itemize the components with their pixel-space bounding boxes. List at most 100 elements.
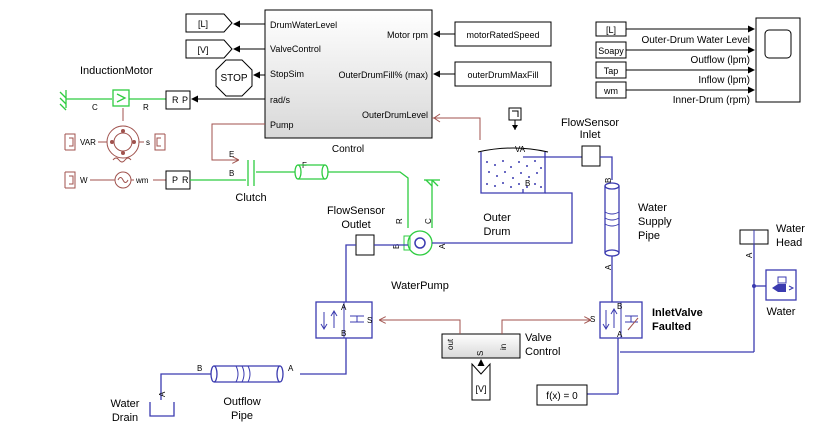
motor-var-label: VAR — [80, 138, 96, 147]
w-terminal-icon — [64, 171, 76, 189]
water-drain-title-2: Drain — [112, 412, 138, 424]
outer-drum-icon[interactable] — [477, 147, 549, 194]
supply-pipe-title-3: Pipe — [638, 230, 660, 242]
motor-port-c: C — [92, 103, 98, 112]
outer-drum-max-fill-constant[interactable]: outerDrumMaxFill — [454, 61, 552, 87]
outlet-valve-port-a: A — [341, 303, 347, 312]
outlet-valve-icon[interactable] — [315, 301, 373, 339]
fx-solver-block[interactable]: f(x) = 0 — [536, 384, 588, 406]
inlet-valve-port-a: A — [617, 330, 623, 339]
clutch-port-e: E — [229, 150, 234, 159]
scope-label-inner-drum: Inner-Drum (rpm) — [673, 95, 750, 106]
from-tag-soapy[interactable]: Soapy — [595, 41, 627, 59]
flow-sensor-outlet-title-2: Outlet — [341, 219, 370, 231]
control-port-pump: Pump — [270, 120, 294, 130]
svg-text:[V]: [V] — [475, 384, 486, 394]
water-head-port-a: A — [745, 252, 754, 258]
drum-port-va: VA — [515, 145, 526, 154]
converter-pr[interactable]: P R — [165, 170, 191, 190]
motor-wm-label: wm — [135, 176, 149, 185]
inlet-valve-icon[interactable] — [599, 301, 643, 339]
svg-text:P: P — [182, 95, 188, 105]
control-title: Control — [332, 144, 364, 155]
pump-port-r: R — [395, 218, 404, 224]
water-source-icon[interactable] — [765, 269, 797, 301]
motor-sensor-icon[interactable] — [112, 89, 130, 107]
motor-port-r: R — [143, 103, 149, 112]
water-pump-icon[interactable] — [403, 230, 433, 256]
svg-text:[L]: [L] — [198, 19, 208, 29]
scope-label-inflow: Inflow (lpm) — [698, 75, 750, 86]
inlet-valve-title-2: Faulted — [652, 321, 691, 333]
clutch-icon[interactable] — [247, 160, 255, 186]
water-drain-title-1: Water — [111, 398, 140, 410]
flow-sensor-outlet[interactable] — [355, 234, 375, 256]
inlet-valve-port-s: S — [590, 315, 595, 324]
induction-motor-title: InductionMotor — [80, 65, 153, 77]
outer-drum-title-2: Drum — [484, 226, 511, 238]
goto-tag-v[interactable]: [V] — [185, 39, 233, 59]
water-supply-pipe-icon[interactable] — [604, 182, 620, 257]
from-tag-tap[interactable]: Tap — [595, 61, 627, 79]
control-port-rads: rad/s — [270, 95, 291, 105]
motor-rated-speed-constant[interactable]: motorRatedSpeed — [454, 21, 552, 47]
water-head-icon[interactable] — [739, 229, 769, 245]
valve-control-port-in: in — [499, 344, 508, 350]
svg-text:Soapy: Soapy — [598, 46, 624, 56]
supply-pipe-title-2: Supply — [638, 216, 672, 228]
stop-block[interactable]: STOP — [215, 59, 253, 97]
flow-sensor-outlet-title-1: FlowSensor — [327, 205, 385, 217]
svg-text:motorRatedSpeed: motorRatedSpeed — [466, 30, 539, 40]
clutch-port-b: B — [229, 169, 234, 178]
drum-terminal-icon — [508, 107, 522, 130]
outflow-pipe-title-2: Pipe — [231, 410, 253, 422]
control-port-outer-drum-fill: OuterDrumFill% (max) — [338, 70, 428, 80]
outflow-pipe-port-a: A — [288, 364, 294, 373]
goto-tag-v-bottom[interactable]: [V] — [471, 362, 491, 401]
scope-block[interactable] — [755, 17, 801, 103]
svg-text:R: R — [182, 175, 189, 185]
converter-rp[interactable]: R P — [165, 90, 191, 110]
pump-ground-icon — [424, 179, 440, 228]
supply-pipe-port-a: A — [604, 264, 613, 270]
svg-text:[V]: [V] — [197, 45, 208, 55]
svg-text:P: P — [172, 175, 178, 185]
pump-port-b: B — [392, 244, 401, 249]
shaft-icon[interactable] — [294, 164, 329, 180]
outlet-valve-port-s: S — [367, 316, 372, 325]
from-tag-l[interactable]: [L] — [595, 21, 627, 37]
flow-sensor-inlet[interactable] — [581, 145, 601, 167]
control-subsystem[interactable]: Control DrumWaterLevel ValveControl Stop… — [264, 9, 433, 155]
inlet-valve-title-1: InletValve — [652, 307, 703, 319]
control-port-drumwaterlevel: DrumWaterLevel — [270, 20, 337, 30]
control-port-valvecontrol: ValveControl — [270, 44, 321, 54]
inlet-valve-port-b: B — [617, 302, 622, 311]
water-drain-icon[interactable] — [149, 402, 175, 417]
var-terminal-icon — [64, 133, 76, 151]
valve-control-block[interactable] — [441, 333, 521, 359]
motor-body-icon — [106, 125, 140, 189]
flow-sensor-inlet-title-1: FlowSensor — [561, 117, 619, 129]
valve-control-port-s: S — [476, 351, 485, 356]
supply-pipe-port-b: B — [604, 178, 613, 183]
outlet-valve-port-b: B — [341, 329, 346, 338]
svg-text:STOP: STOP — [220, 73, 247, 84]
svg-text:R: R — [172, 95, 179, 105]
outer-drum-title-1: Outer — [483, 212, 511, 224]
motor-w-label: W — [80, 176, 88, 185]
control-port-outer-drum-level: OuterDrumLevel — [362, 110, 428, 120]
supply-pipe-title-1: Water — [638, 202, 667, 214]
flow-sensor-inlet-title-2: Inlet — [580, 129, 601, 141]
outflow-pipe-icon[interactable] — [210, 365, 284, 383]
svg-text:Tap: Tap — [604, 66, 619, 76]
svg-text:f(x) = 0: f(x) = 0 — [546, 391, 578, 402]
svg-text:wm: wm — [603, 86, 618, 96]
outflow-pipe-port-b: B — [197, 364, 202, 373]
valve-control-title-1: Valve — [525, 332, 552, 344]
from-tag-wm[interactable]: wm — [595, 81, 627, 99]
clutch-title: Clutch — [235, 192, 266, 204]
motor-ground-icon — [59, 90, 67, 111]
goto-tag-l[interactable]: [L] — [185, 13, 233, 33]
